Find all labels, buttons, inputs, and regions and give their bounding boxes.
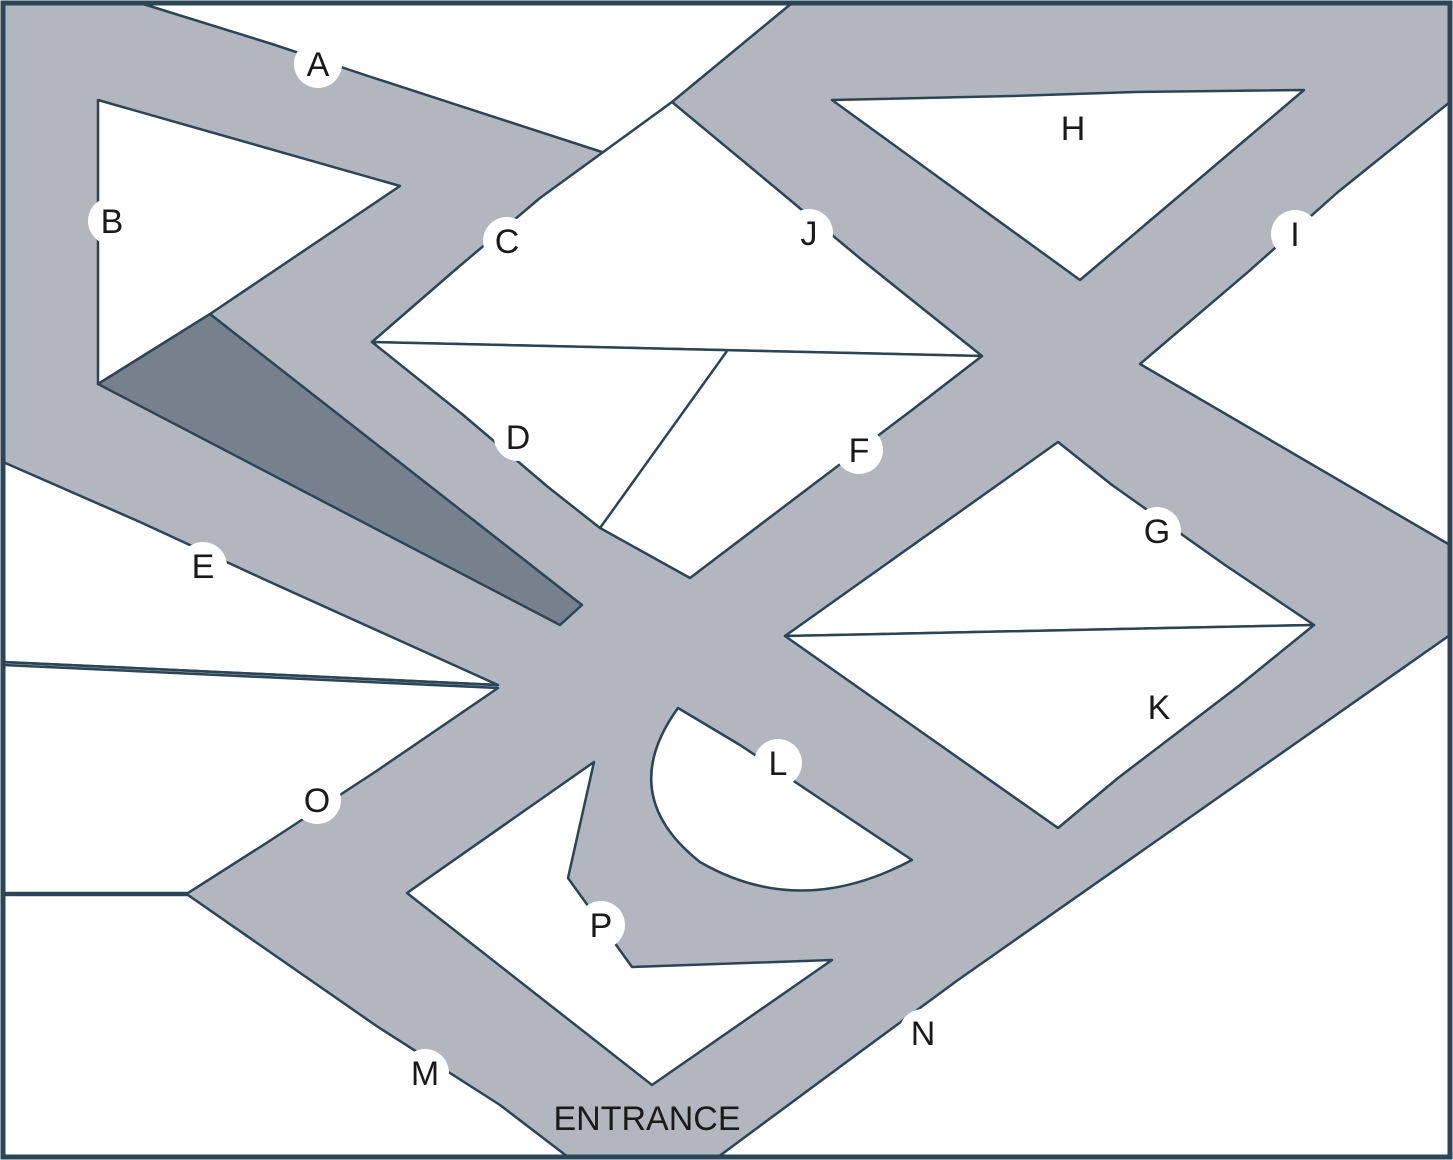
divider-d-f [598, 350, 729, 529]
room-d-f-area [370, 340, 984, 580]
room-label-p: P [577, 901, 625, 949]
room-label-text: C [495, 223, 520, 261]
room-label-d: D [494, 413, 542, 461]
divider-left-open [2, 660, 499, 687]
room-label-text: E [192, 548, 215, 586]
room-label-text: P [590, 907, 613, 945]
room-label-l: L [754, 739, 802, 787]
room-label-text: D [506, 419, 531, 457]
divider-lines [2, 350, 729, 687]
room-label-h: H [1049, 104, 1097, 152]
room-label-f: F [835, 426, 883, 474]
room-label-i: I [1271, 210, 1319, 258]
room-label-n: N [899, 1009, 947, 1057]
room-h-area [830, 88, 1306, 282]
room-label-k: K [1135, 683, 1183, 731]
room-label-text: J [801, 215, 818, 253]
room-label-c: C [483, 217, 531, 265]
room-m-p-area [405, 760, 834, 1087]
room-label-text: L [769, 745, 788, 783]
room-label-text: O [304, 782, 330, 820]
room-label-text: K [1148, 689, 1171, 727]
room-label-j: J [785, 209, 833, 257]
room-label-text: I [1290, 216, 1299, 254]
room-l-area [649, 706, 914, 892]
room-label-e: E [179, 542, 227, 590]
room-label-a: A [294, 40, 342, 88]
highlighted-wedge [96, 312, 584, 627]
room-labels: A B C D E F G H [88, 40, 1319, 1097]
room-label-b: B [88, 197, 136, 245]
entrance-label: ENTRANCE [553, 1100, 740, 1138]
room-label-text: A [307, 46, 330, 84]
room-label-text: H [1061, 110, 1086, 148]
room-label-m: M [401, 1049, 449, 1097]
room-label-text: M [411, 1055, 439, 1093]
room-label-o: O [293, 776, 341, 824]
room-label-text: B [101, 203, 124, 241]
room-label-g: G [1133, 507, 1181, 555]
room-k-area [783, 623, 1316, 830]
room-label-text: G [1144, 513, 1170, 551]
room-label-text: F [849, 432, 870, 470]
room-c-j-area [370, 100, 984, 358]
room-g-area [783, 440, 1316, 638]
room-label-text: N [911, 1015, 936, 1053]
